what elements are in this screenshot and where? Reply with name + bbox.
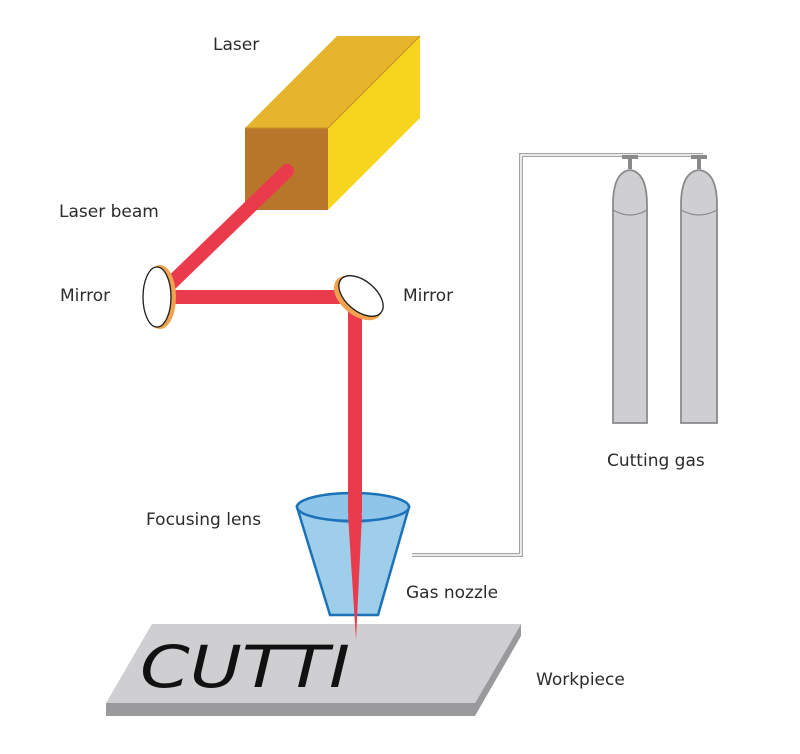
label-mirror-left: Mirror (60, 286, 110, 306)
valve-left-cap (622, 155, 638, 159)
valve-left (628, 155, 632, 169)
label-mirror-right: Mirror (403, 286, 453, 306)
workpiece-side (106, 624, 521, 716)
label-laser: Laser (213, 35, 259, 55)
label-workpiece: Workpiece (536, 670, 625, 690)
focused-beam (348, 515, 362, 640)
gas-pipe (412, 153, 703, 557)
gas-cylinder-right (680, 169, 718, 424)
label-cutting-gas: Cutting gas (607, 451, 705, 471)
mirror-left-icon (142, 265, 176, 329)
valve-right-cap (691, 155, 707, 159)
gas-cylinder-left-neck (612, 209, 648, 216)
label-laser-beam: Laser beam (59, 202, 159, 222)
label-gas-nozzle: Gas nozzle (406, 583, 498, 603)
label-focusing-lens: Focusing lens (146, 510, 261, 530)
gas-cylinder-left (612, 169, 648, 424)
gas-pipe-highlight (412, 154, 703, 556)
laser-beam-segment-1 (155, 164, 294, 299)
valve-right (697, 155, 701, 169)
laser-box-top (245, 36, 420, 128)
laser-box-side (328, 36, 420, 210)
workpiece-text: CUTTI (140, 633, 350, 701)
workpiece-top (106, 624, 521, 703)
gas-cylinder-right-neck (680, 209, 718, 216)
laser-box-edge (245, 35, 421, 129)
mirror-right-icon (333, 275, 384, 321)
